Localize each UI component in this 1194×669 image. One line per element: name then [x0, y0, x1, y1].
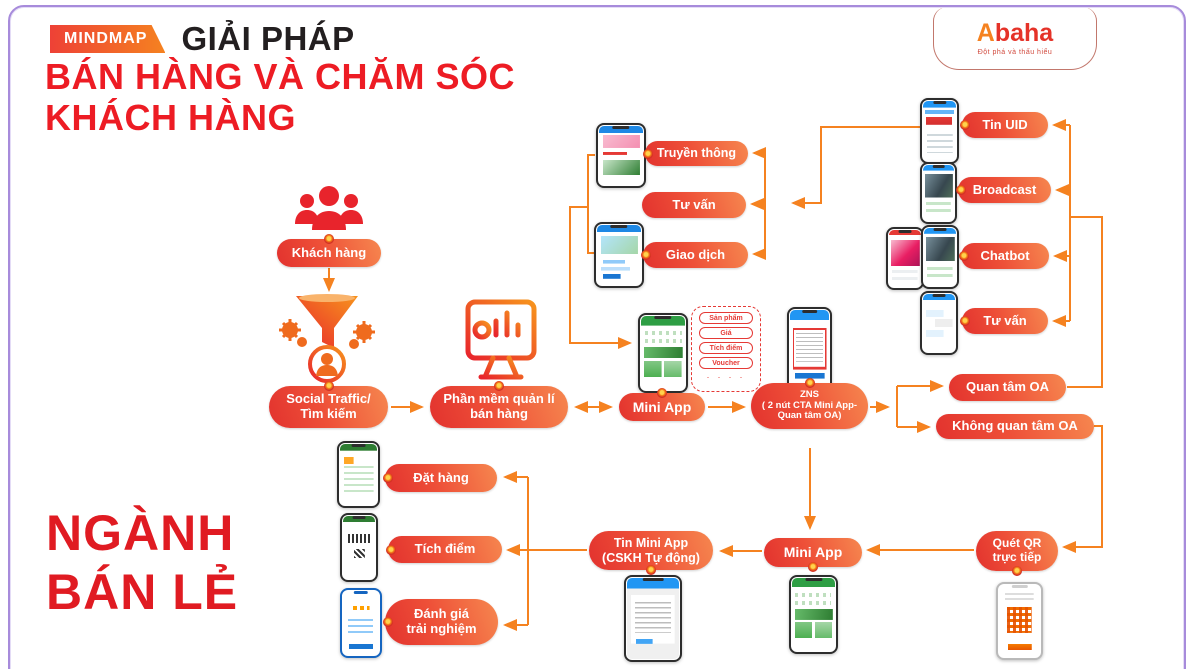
phone-dat-hang — [337, 441, 380, 508]
node-label: Broadcast — [972, 181, 1037, 197]
node-label: Tư vấn — [672, 196, 716, 212]
feature-more-dots: . . . . — [706, 370, 746, 380]
node-quan-tam-oa: Quan tâm OA — [949, 374, 1066, 401]
kicker-text: GIẢI PHÁP — [181, 20, 355, 57]
phone-chatbot-left — [886, 227, 924, 290]
node-tin-uid: Tin UID — [960, 112, 1048, 138]
brand-tagline: Đột phá và thấu hiểu — [977, 48, 1053, 56]
brand-logo-card: Abaha Đột phá và thấu hiểu — [933, 7, 1097, 70]
phone-danh-gia — [340, 588, 382, 658]
node-broadcast: Broadcast — [956, 177, 1051, 203]
node-label: Tư vấn — [983, 312, 1027, 328]
phone-quet-qr — [996, 582, 1043, 660]
node-tich-diem: Tích điểm — [386, 536, 502, 563]
brand-logo: Abaha — [976, 18, 1054, 47]
node-label: Quét QR trực tiếp — [992, 536, 1042, 564]
feature-tag: Voucher — [699, 357, 753, 369]
connector-dot — [494, 381, 504, 391]
node-label: Quan tâm OA — [965, 379, 1050, 395]
node-label: ZNS ( 2 nút CTA Mini App- Quan tâm OA) — [761, 388, 858, 422]
node-tin-mini-app: Tin Mini App (CSKH Tự động) — [589, 531, 713, 575]
node-label: Tin UID — [982, 116, 1028, 132]
phone-broadcast — [920, 162, 957, 224]
node-khong-quan-tam-oa: Không quan tâm OA — [936, 414, 1094, 439]
phone-mini-app-center — [638, 313, 688, 393]
connector-dot — [808, 562, 818, 572]
node-label: Tin Mini App (CSKH Tự động) — [602, 536, 700, 565]
dashboard-monitor-icon — [465, 299, 537, 380]
phone-tich-diem — [340, 513, 378, 582]
connector-dot — [383, 617, 393, 627]
phone-mini-app-bottom — [789, 575, 838, 654]
node-mini-app-center: Mini App — [619, 388, 705, 421]
feature-tag: Sản phẩm — [699, 312, 753, 324]
node-label: Khách hàng — [291, 244, 367, 260]
node-label: Giao dịch — [665, 246, 726, 262]
node-zns: ZNS ( 2 nút CTA Mini App- Quan tâm OA) — [751, 378, 868, 429]
node-danh-gia: Đánh giá trải nghiệm — [383, 599, 498, 645]
node-dat-hang: Đặt hàng — [383, 464, 497, 492]
connector-dot — [386, 544, 396, 555]
feature-tag: Tích điểm — [699, 342, 753, 354]
header: MINDMAP GIẢI PHÁP — [50, 20, 355, 58]
node-label: Truyền thông — [656, 146, 737, 161]
phone-truyen-thong — [596, 123, 646, 188]
mini-app-features-box: Sản phẩm Giá Tích điểm Voucher . . . . — [691, 306, 761, 392]
node-phan-mem: Phần mềm quản lí bán hàng — [430, 381, 568, 428]
connector-dot — [643, 148, 653, 159]
phone-chatbot-right — [921, 225, 959, 289]
node-label: Phần mềm quản lí bán hàng — [443, 391, 555, 421]
connector-dot — [960, 316, 970, 326]
node-giao-dich: Giao dịch — [641, 242, 748, 268]
funnel-gears-icon — [279, 294, 375, 383]
phone-tin-uid — [920, 98, 959, 164]
node-label: Mini App — [783, 544, 843, 561]
node-khach-hang: Khách hàng — [277, 234, 381, 267]
connector-dot — [641, 250, 651, 260]
node-tu-van-mid: Tư vấn — [642, 192, 746, 218]
feature-tag: Giá — [699, 327, 753, 339]
node-chatbot: Chatbot — [959, 243, 1049, 269]
node-mini-app-bottom: Mini App — [764, 538, 862, 572]
connector-dot — [323, 381, 334, 391]
connector-dot — [1012, 566, 1022, 576]
node-label: Đặt hàng — [413, 469, 469, 485]
node-label: Không quan tâm OA — [952, 418, 1078, 434]
connector-dot — [383, 473, 393, 483]
phone-tu-van — [920, 291, 958, 355]
phone-giao-dich — [594, 222, 644, 288]
node-label: Mini App — [632, 398, 692, 415]
connector-dot — [960, 120, 970, 130]
connector-dot — [324, 234, 334, 244]
node-truyen-thong: Truyền thông — [643, 141, 748, 166]
phone-zns — [787, 307, 832, 393]
node-label: Đánh giá trải nghiệm — [406, 606, 477, 636]
node-label: Tích điểm — [414, 541, 476, 557]
mindmap-badge: MINDMAP — [50, 25, 166, 53]
node-label: Chatbot — [980, 247, 1030, 263]
industry-title: NGÀNH BÁN LẺ — [46, 505, 239, 620]
people-icon — [295, 186, 363, 230]
phone-tin-mini-app — [624, 575, 682, 662]
connector-dot — [646, 565, 656, 575]
page-title: BÁN HÀNG VÀ CHĂM SÓC KHÁCH HÀNG — [45, 56, 516, 139]
node-quet-qr: Quét QR trực tiếp — [976, 531, 1058, 576]
connector-dot — [804, 378, 815, 388]
connector-dot — [956, 185, 966, 195]
node-social-traffic: Social Traffic/ Tìm kiếm — [269, 381, 388, 428]
connector-dot — [959, 251, 969, 261]
node-label: Social Traffic/ Tìm kiếm — [286, 391, 371, 421]
node-tu-van-right: Tư vấn — [960, 308, 1048, 334]
connector-dot — [657, 388, 667, 398]
